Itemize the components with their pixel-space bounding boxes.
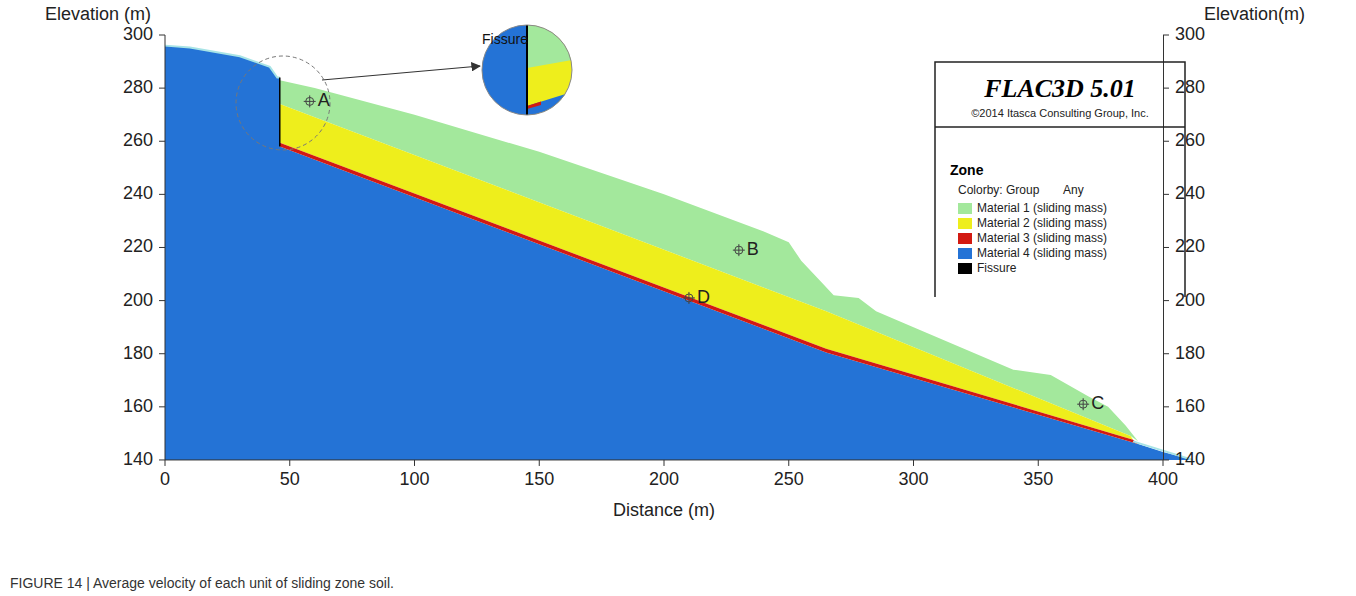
point-label: A — [318, 91, 330, 111]
tick-label: 200 — [1175, 291, 1205, 311]
tick-label: 240 — [1175, 184, 1205, 204]
legend-heading: Zone — [950, 163, 983, 178]
point-cross — [733, 244, 745, 256]
tick-label: 350 — [1023, 470, 1053, 490]
legend-swatch — [958, 248, 972, 259]
tick-label: 280 — [123, 78, 153, 98]
point-label: B — [747, 240, 759, 260]
tick-label: 300 — [123, 25, 153, 45]
legend-heading: Any — [1063, 184, 1084, 197]
point-label: C — [1091, 394, 1104, 414]
legend-text: Material 3 (sliding mass) — [977, 232, 1107, 245]
axis-title: Elevation(m) — [1204, 5, 1305, 25]
legend-text: Material 4 (sliding mass) — [977, 247, 1107, 260]
point-label: D — [697, 288, 710, 308]
surface-edge — [165, 46, 280, 78]
legend-swatch — [958, 218, 972, 229]
tick-label: 220 — [1175, 238, 1205, 258]
inset-view — [482, 25, 572, 115]
legend-heading: ©2014 Itasca Consulting Group, Inc. — [971, 107, 1148, 119]
tick-label: 200 — [123, 291, 153, 311]
monitor-points — [304, 95, 1089, 410]
tick-label: 160 — [1175, 397, 1205, 417]
tick-label: 200 — [649, 470, 679, 490]
point-cross — [683, 292, 695, 304]
tick-label: 160 — [123, 397, 153, 417]
tick-label: 0 — [160, 470, 170, 490]
legend-text: Fissure — [977, 262, 1016, 275]
tick-label: 300 — [898, 470, 928, 490]
legend-text: Material 2 (sliding mass) — [977, 217, 1107, 230]
slope-section — [165, 46, 1193, 460]
axis-title: Distance (m) — [613, 501, 715, 521]
inset-label: Fissure — [482, 32, 528, 47]
fissure-line — [279, 77, 281, 146]
axes — [159, 35, 1169, 466]
material-3-zone — [280, 143, 1138, 444]
tick-label: 140 — [1175, 450, 1205, 470]
tick-label: 100 — [399, 470, 429, 490]
tick-label: 220 — [123, 238, 153, 258]
tick-label: 260 — [123, 131, 153, 151]
axis-title: Elevation (m) — [45, 5, 151, 25]
legend-box — [935, 62, 1185, 297]
zoom-circle — [236, 56, 330, 150]
figure-caption: FIGURE 14 | Average velocity of each uni… — [10, 576, 394, 591]
tick-label: 400 — [1148, 470, 1178, 490]
tick-label: 140 — [123, 450, 153, 470]
tick-label: 180 — [123, 344, 153, 364]
point-cross — [1077, 398, 1089, 410]
tick-label: 300 — [1175, 25, 1205, 45]
tick-label: 280 — [1175, 78, 1205, 98]
material-1-zone — [280, 80, 1138, 441]
legend-heading: Colorby: Group — [958, 184, 1039, 197]
tick-label: 50 — [280, 470, 300, 490]
legend-text: Material 1 (sliding mass) — [977, 202, 1107, 215]
point-cross — [304, 95, 316, 107]
tick-label: 240 — [123, 184, 153, 204]
tick-label: 150 — [524, 470, 554, 490]
legend-heading: FLAC3D 5.01 — [984, 75, 1136, 104]
legend-swatch — [958, 263, 972, 274]
zoom-arrow — [322, 66, 480, 80]
legend-swatch — [958, 233, 972, 244]
inset-border — [482, 25, 572, 115]
tick-label: 260 — [1175, 131, 1205, 151]
material-2-zone — [280, 104, 1133, 440]
bedrock — [165, 46, 1193, 460]
legend-swatch — [958, 203, 972, 214]
tick-label: 180 — [1175, 344, 1205, 364]
tick-label: 250 — [774, 470, 804, 490]
